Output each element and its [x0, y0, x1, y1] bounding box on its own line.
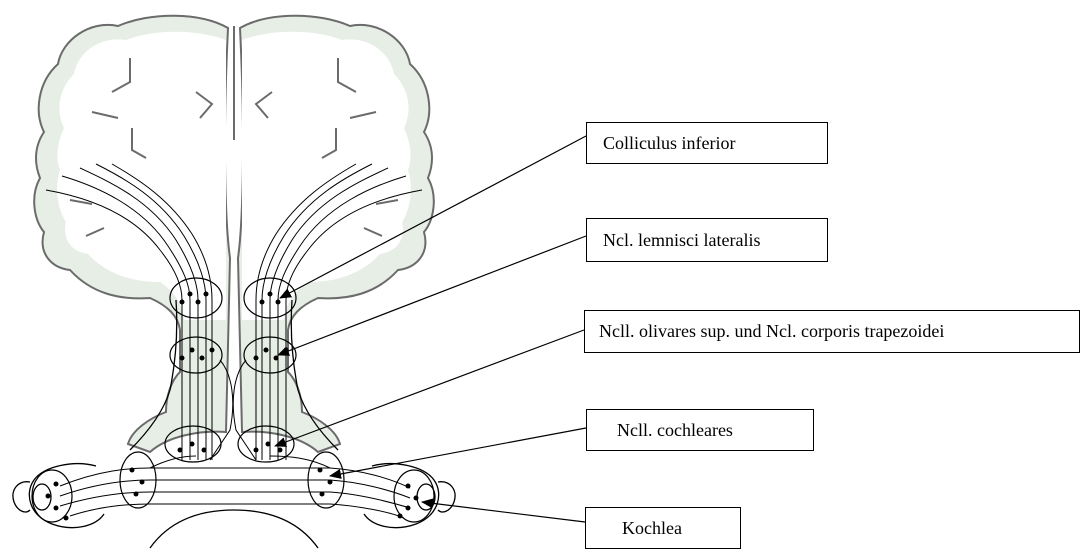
neuron-dots [46, 292, 419, 521]
brain-cortex [34, 16, 434, 452]
label-ncll-cochleares: Ncll. cochleares [586, 409, 814, 451]
leader-cochleares [330, 428, 586, 476]
label-colliculus-inferior: Colliculus inferior [586, 122, 828, 164]
label-text: Colliculus inferior [603, 133, 735, 154]
leader-kochlea [422, 502, 585, 522]
label-ncll-olivares: Ncll. olivares sup. und Ncl. corporis tr… [584, 310, 1080, 353]
label-text: Kochlea [622, 518, 682, 539]
label-ncl-lemnisci-lateralis: Ncl. lemnisci lateralis [586, 218, 828, 262]
left-cochlea [13, 464, 104, 528]
right-cochlea [364, 464, 455, 528]
label-text: Ncll. cochleares [617, 420, 733, 441]
label-kochlea: Kochlea [585, 507, 741, 549]
cochlea-node-left [32, 470, 72, 522]
leader-olivares [275, 330, 584, 446]
label-text: Ncl. lemnisci lateralis [603, 230, 760, 251]
label-text: Ncll. olivares sup. und Ncl. corporis tr… [599, 321, 944, 342]
